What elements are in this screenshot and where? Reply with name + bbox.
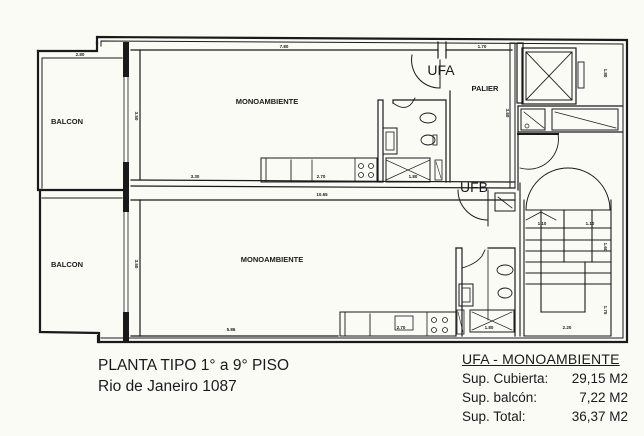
- area-label: Sup. Total:: [462, 409, 526, 424]
- dim-palier-height: 3.60: [505, 109, 510, 118]
- dim-stair-base: 2.20: [563, 325, 572, 330]
- plan-address: Rio de Janeiro 1087: [98, 378, 237, 395]
- dim-top-width: 7.80: [280, 44, 289, 49]
- dim-bath-bottom: 1.80: [485, 325, 494, 330]
- elevator-core: [516, 42, 623, 191]
- unit-b-walls: [130, 189, 516, 337]
- plan-title: PLANTA TIPO 1° a 9° PISO: [98, 357, 290, 374]
- dim-stair-w1: 1.10: [538, 221, 547, 226]
- unit-label-ufa: UFA: [427, 62, 455, 78]
- area-heading: UFA - MONOAMBIENTE: [462, 351, 620, 367]
- dim-balcon-width: 2.80: [76, 52, 85, 57]
- area-label: Sup. balcón:: [462, 390, 538, 405]
- unit-a-walls: [130, 41, 516, 189]
- area-label: Sup. Cubierta:: [462, 371, 549, 386]
- room-label-monoambiente-top: MONOAMBIENTE: [236, 97, 299, 106]
- balcony-top: [36, 41, 129, 192]
- plan-title-block: PLANTA TIPO 1° a 9° PISO Rio de Janeiro …: [98, 355, 289, 397]
- room-label-balcon-top: BALCON: [51, 117, 83, 126]
- room-label-palier: PALIER: [472, 84, 500, 93]
- area-value: 7,22 M2: [579, 390, 628, 405]
- area-value: 36,37 M2: [571, 409, 628, 424]
- staircase: [519, 167, 612, 337]
- dim-mono-bottom-floor: 5.86: [227, 327, 236, 332]
- dim-stair-w2: 1.10: [586, 221, 595, 226]
- dim-kitchen-top: 2.70: [317, 174, 326, 179]
- dim-palier-width: 1.70: [478, 44, 487, 49]
- dim-stair-h1: 1.60: [603, 243, 608, 252]
- outer-walls: [95, 35, 629, 344]
- area-row: Sup. balcón: 7,22 M2: [462, 388, 628, 407]
- unit-label-ufb: UFB: [460, 179, 488, 195]
- dim-elevator-height: 1.80: [603, 69, 608, 78]
- area-summary: UFA - MONOAMBIENTE Sup. Cubierta: 29,15 …: [462, 350, 628, 426]
- dim-stair-h2: 1.75: [603, 306, 608, 315]
- dim-left-height-bottom: 3.50: [134, 260, 139, 269]
- dim-middle-span: 10.65: [316, 192, 328, 197]
- area-row: Sup. Total: 36,37 M2: [462, 407, 628, 426]
- room-label-balcon-bottom: BALCON: [51, 260, 83, 269]
- dim-kitchen-bottom: 2.70: [397, 325, 406, 330]
- area-value: 29,15 M2: [571, 371, 628, 386]
- dim-mono-top-floor: 3.30: [191, 174, 200, 179]
- dim-left-height-top: 3.50: [134, 112, 139, 121]
- dim-bath-top: 1.80: [409, 174, 418, 179]
- balcony-bottom: [38, 188, 129, 344]
- room-label-monoambiente-bottom: MONOAMBIENTE: [241, 255, 304, 264]
- area-row: Sup. Cubierta: 29,15 M2: [462, 369, 628, 388]
